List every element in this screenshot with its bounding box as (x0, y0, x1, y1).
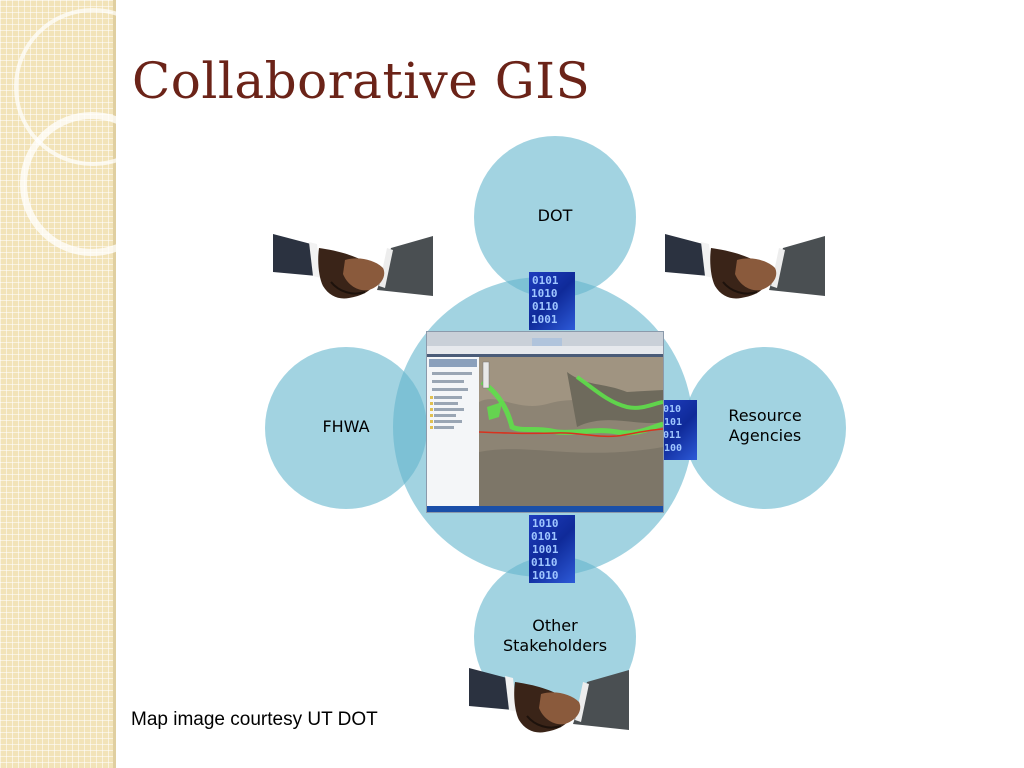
dot-label: DOT (537, 206, 573, 225)
svg-text:101: 101 (664, 417, 682, 428)
resource-agencies-line2: Agencies (728, 426, 802, 445)
other-stakeholders-line2: Stakeholders (502, 636, 608, 655)
svg-text:0101: 0101 (531, 530, 558, 543)
fhwa-circle (265, 347, 427, 509)
slide-title: Collaborative GIS (132, 52, 591, 110)
svg-text:1010: 1010 (532, 517, 559, 530)
svg-text:1001: 1001 (531, 313, 558, 326)
svg-text:0101: 0101 (532, 274, 559, 287)
resource-agencies-line1: Resource (728, 406, 802, 425)
svg-text:1010: 1010 (532, 569, 559, 582)
decorative-ring (20, 112, 164, 256)
handshake-icon (273, 234, 433, 299)
svg-text:100: 100 (664, 443, 682, 454)
image-credit-caption: Map image courtesy UT DOT (131, 709, 378, 730)
resource-agencies-circle (684, 347, 846, 509)
dot-circle (474, 136, 636, 298)
svg-text:010: 010 (663, 404, 681, 415)
binary-code-icon: 010 101 011 100 (661, 400, 697, 460)
other-stakeholders-label: Other Stakeholders (474, 616, 636, 656)
svg-text:1001: 1001 (532, 543, 559, 556)
strip-edge (113, 0, 116, 768)
svg-text:011: 011 (663, 430, 681, 441)
map-screenshot (426, 331, 664, 513)
handshake-icon (665, 234, 825, 299)
svg-text:0110: 0110 (531, 556, 558, 569)
svg-text:1010: 1010 (531, 287, 558, 300)
other-stakeholders-line1: Other (532, 616, 578, 635)
fhwa-label: FHWA (322, 417, 370, 436)
handshake-icon (469, 668, 629, 733)
svg-text:0110: 0110 (532, 300, 559, 313)
resource-agencies-label: Resource Agencies (684, 406, 846, 446)
